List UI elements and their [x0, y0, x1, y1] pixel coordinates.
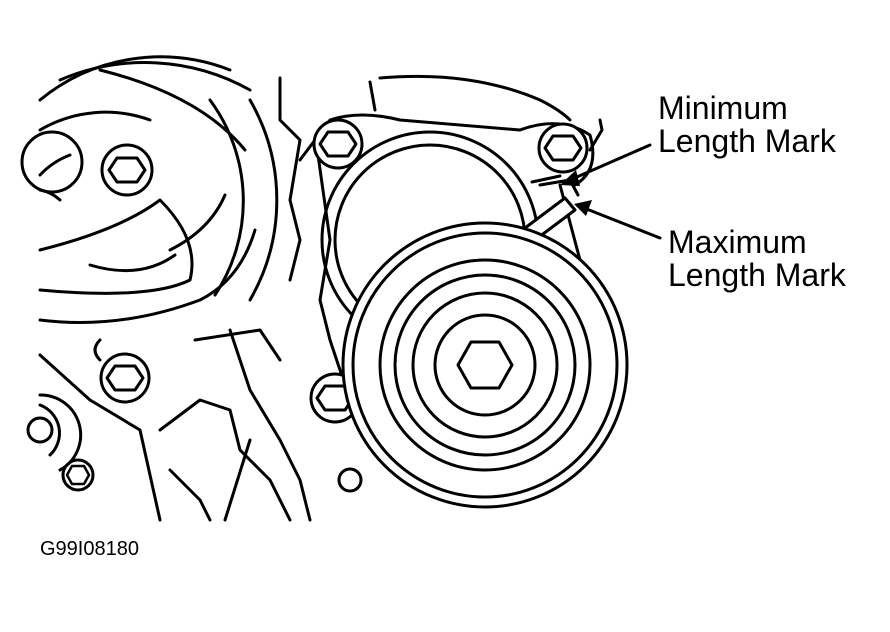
pulley-center-bolt	[456, 340, 514, 390]
maximum-label-line1: Maximum	[668, 224, 807, 260]
maximum-label-line2: Length Mark	[668, 257, 846, 293]
small-hole-bottom	[337, 467, 363, 493]
leader-minimum	[560, 143, 652, 186]
bolt-upper-left	[100, 143, 154, 197]
bolt-tensioner-top-left	[312, 118, 364, 170]
figure-id: G99I08180	[40, 538, 139, 560]
leader-maximum	[574, 200, 662, 240]
minimum-label-line1: Minimum	[658, 90, 788, 126]
minimum-label-line2: Length Mark	[658, 123, 836, 159]
maximum-length-mark-label: Maximum Length Mark	[668, 226, 846, 292]
bolt-middle-left	[99, 352, 151, 404]
minimum-length-mark-label: Minimum Length Mark	[658, 92, 836, 158]
bolt-tensioner-top-right	[537, 122, 589, 174]
crank-pulley	[20, 55, 279, 324]
bolt-lower-left	[61, 458, 95, 492]
small-pulley-lower-left	[26, 393, 83, 472]
idler-pulley	[341, 221, 629, 509]
